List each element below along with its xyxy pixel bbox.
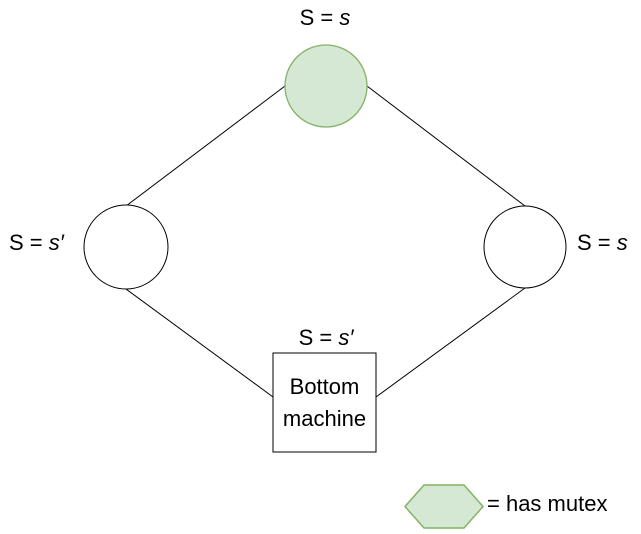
- left-machine-node: [83, 204, 169, 290]
- edge-left-to-bottom: [125, 288, 274, 398]
- top-machine-node: [284, 44, 368, 128]
- legend-label: = has mutex: [487, 491, 608, 516]
- state-prefix: S =: [298, 325, 339, 350]
- state-prefix: S =: [299, 5, 340, 30]
- edge-top-to-left: [125, 85, 286, 207]
- bottom-machine-title: Bottom machine: [273, 353, 376, 452]
- state-var: s: [339, 5, 351, 30]
- state-prefix: S =: [9, 230, 49, 255]
- right-machine-node: [483, 205, 567, 289]
- bottom-machine-box: [272, 352, 377, 453]
- bottom-machine-title-line2: machine: [282, 405, 367, 431]
- left-machine-state-label: S = s′: [9, 230, 64, 256]
- state-prefix: S =: [577, 230, 617, 255]
- state-var: s′: [338, 325, 354, 350]
- state-var: s′: [48, 230, 64, 255]
- bottom-machine-title-line1: Bottom: [289, 373, 360, 399]
- right-machine-state-label: S = s: [577, 230, 628, 256]
- mutex-hexagon-icon: [403, 484, 485, 529]
- bottom-machine-state-label: S = s′: [299, 325, 354, 351]
- state-var: s: [616, 230, 628, 255]
- edge-right-to-bottom: [375, 287, 526, 398]
- top-machine-state-label: S = s: [300, 5, 351, 31]
- edge-top-to-right: [366, 85, 526, 207]
